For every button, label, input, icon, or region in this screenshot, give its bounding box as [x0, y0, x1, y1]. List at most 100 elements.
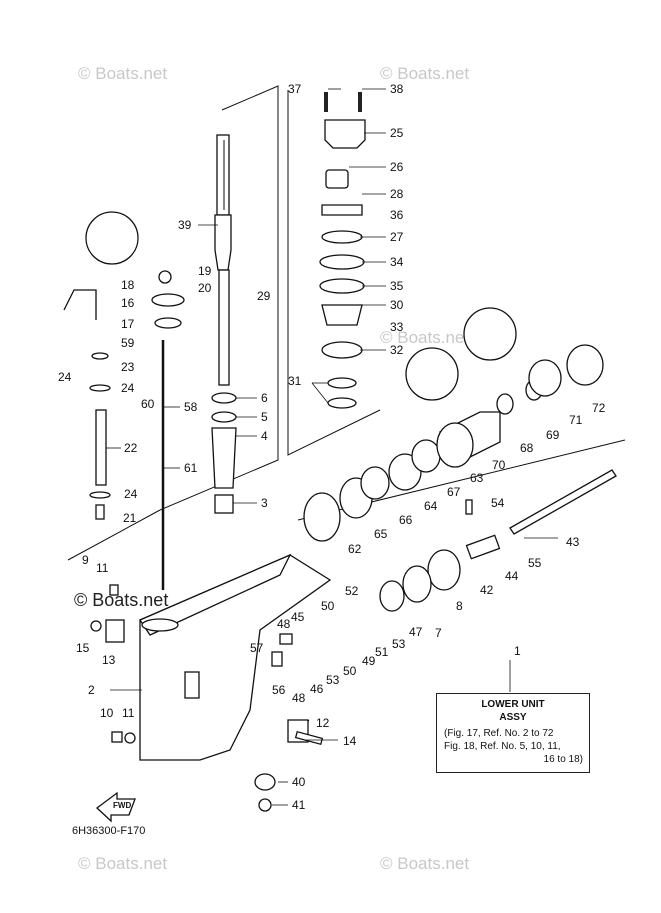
callout-33: 33 [390, 320, 404, 334]
callout-5: 5 [261, 410, 268, 424]
callout-20: 20 [198, 281, 212, 295]
watermark-bottom-left: © Boats.net [78, 854, 167, 873]
fwd-label: FWD [113, 801, 131, 810]
callout-36: 36 [390, 208, 404, 222]
assy-note-line2: Fig. 18, Ref. No. 5, 10, 11, [444, 741, 561, 752]
callout-1: 1 [514, 644, 521, 658]
callout-13: 13 [102, 653, 116, 667]
callout-30: 30 [390, 298, 404, 312]
assy-note-line3: 16 to 18) [543, 754, 583, 765]
water-pump-group-outline [287, 90, 381, 456]
callout-25: 25 [390, 126, 404, 140]
callout-3: 3 [261, 496, 268, 510]
callout-26: 26 [390, 160, 404, 174]
callout-34: 34 [390, 255, 404, 269]
callout-53b: 53 [392, 637, 406, 651]
watermark-mid-right: © Boats.net [380, 328, 469, 347]
callout-14: 14 [343, 734, 357, 748]
callout-54: 54 [491, 496, 505, 510]
callout-69: 69 [546, 428, 560, 442]
water-pump-stack [319, 92, 366, 409]
seal-5 [211, 411, 237, 423]
callout-58: 58 [184, 400, 198, 414]
callout-21: 21 [123, 511, 137, 525]
leader-lines [106, 88, 558, 806]
shift-linkage [63, 270, 185, 590]
callout-48b: 48 [292, 691, 306, 705]
callout-53a: 53 [326, 673, 340, 687]
callout-46: 46 [310, 682, 324, 696]
callout-39: 39 [178, 218, 192, 232]
callout-15: 15 [76, 641, 90, 655]
callout-66: 66 [399, 513, 413, 527]
callout-4: 4 [261, 429, 268, 443]
callout-41: 41 [292, 798, 306, 812]
callout-10: 10 [100, 706, 114, 720]
callout-7: 7 [435, 626, 442, 640]
watermark-center-dark: © Boats.net [74, 590, 168, 610]
callout-49: 49 [362, 654, 376, 668]
drive-shaft [214, 134, 232, 386]
callout-24c: 24 [124, 487, 138, 501]
callout-44: 44 [505, 569, 519, 583]
callout-31: 31 [288, 374, 302, 388]
callout-24b: 24 [121, 381, 135, 395]
callout-50b: 50 [343, 664, 357, 678]
watermark-bottom-right: © Boats.net [380, 854, 469, 873]
callout-64: 64 [424, 499, 438, 513]
callout-8: 8 [456, 599, 463, 613]
callout-50a: 50 [321, 599, 335, 613]
callout-37: 37 [288, 82, 302, 96]
callout-47: 47 [409, 625, 423, 639]
callout-71: 71 [569, 413, 583, 427]
callout-57: 57 [250, 641, 264, 655]
callout-28: 28 [390, 187, 404, 201]
callout-12: 12 [316, 716, 330, 730]
assy-title-line2: ASSY [499, 712, 527, 723]
callout-22: 22 [124, 441, 138, 455]
callout-61: 61 [184, 461, 198, 475]
watermarks: © Boats.net © Boats.net © Boats.net © Bo… [74, 64, 469, 873]
callout-11a: 11 [96, 561, 109, 575]
callout-38: 38 [390, 82, 404, 96]
assy-note-line1: (Fig. 17, Ref. No. 2 to 72 [444, 728, 554, 739]
inset-circle-prop [463, 307, 517, 361]
callout-72: 72 [592, 401, 606, 415]
callout-70: 70 [492, 458, 506, 472]
callout-68: 68 [520, 441, 534, 455]
callout-59: 59 [121, 336, 135, 350]
callout-62: 62 [348, 542, 362, 556]
assy-note-box: LOWER UNIT ASSY (Fig. 17, Ref. No. 2 to … [436, 693, 590, 773]
callout-60: 60 [141, 397, 155, 411]
inset-circle-pump [405, 347, 459, 401]
callout-63: 63 [470, 471, 484, 485]
sleeve-4 [211, 427, 237, 489]
callout-32: 32 [390, 343, 404, 357]
callout-2: 2 [88, 683, 95, 697]
callout-42: 42 [480, 583, 494, 597]
callout-29: 29 [257, 289, 271, 303]
callout-27: 27 [390, 230, 404, 244]
callout-24a: 24 [58, 370, 72, 384]
callout-56: 56 [272, 683, 286, 697]
callout-52: 52 [345, 584, 359, 598]
callout-40: 40 [292, 775, 306, 789]
callout-9: 9 [82, 553, 89, 567]
misc-small-parts [90, 584, 324, 812]
callout-67: 67 [447, 485, 461, 499]
callout-6: 6 [261, 391, 268, 405]
shift-rod-group-outline [67, 509, 161, 561]
diagram-code: 6H36300-F170 [72, 825, 146, 837]
bearing-6 [211, 392, 237, 404]
callout-45: 45 [291, 610, 305, 624]
callout-35: 35 [390, 279, 404, 293]
fwd-arrow: FWD [95, 791, 136, 823]
callout-65: 65 [374, 527, 388, 541]
callout-18: 18 [121, 278, 135, 292]
inset-circle-shift [85, 211, 139, 265]
callout-51: 51 [375, 645, 389, 659]
watermark-top-left: © Boats.net [78, 64, 167, 83]
callout-48a: 48 [277, 617, 291, 631]
callout-17: 17 [121, 317, 135, 331]
